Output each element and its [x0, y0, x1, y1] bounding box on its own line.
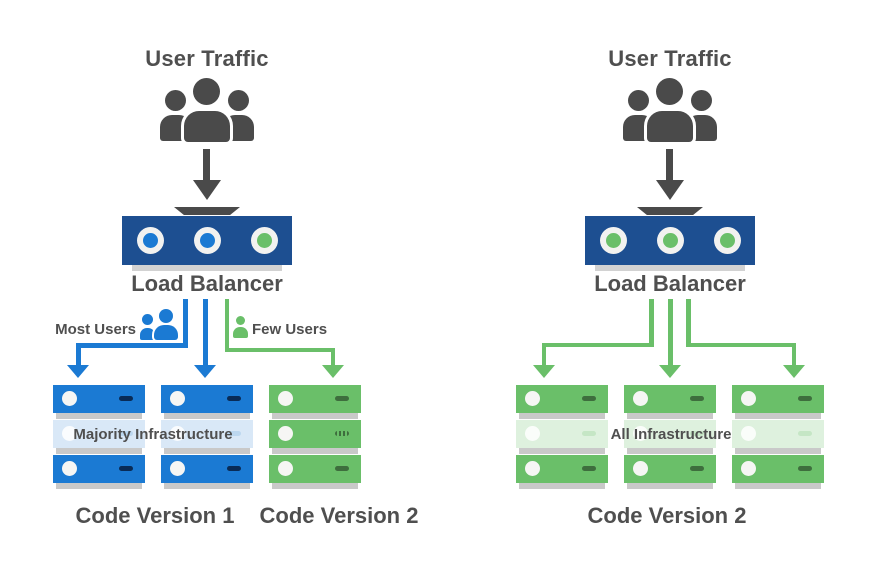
status-light-green	[599, 227, 627, 254]
code-version-1-label: Code Version 1	[75, 503, 235, 528]
server-unit	[161, 420, 253, 454]
infrastructure-overlay-label: All Infrastructure	[610, 426, 732, 443]
code-version-2-label: Code Version 2	[259, 503, 419, 528]
branch-line	[542, 343, 654, 347]
server-unit	[53, 455, 145, 489]
server-unit	[516, 455, 608, 489]
down-arrow-head-icon	[193, 180, 221, 200]
code-version-2-label: Code Version 2	[587, 503, 747, 528]
branch-arrow-icon	[533, 365, 555, 378]
branch-line	[183, 299, 188, 347]
load-balancer-label: Load Balancer	[594, 271, 746, 296]
branch-arrow-icon	[659, 365, 681, 378]
server-stack-green	[269, 385, 361, 490]
branch-line	[203, 299, 208, 366]
server-unit	[53, 385, 145, 419]
branch-line	[225, 348, 335, 352]
status-light-blue	[136, 227, 164, 254]
status-light-blue	[193, 227, 221, 254]
user-icon	[647, 78, 693, 144]
server-stack-green	[732, 385, 824, 490]
server-unit	[269, 420, 361, 454]
server-unit	[161, 385, 253, 419]
user-icon	[184, 78, 230, 144]
server-unit	[732, 420, 824, 454]
branch-line	[542, 343, 546, 366]
diagram-canary-stage: User Traffic Load Balancer Most Users	[0, 0, 418, 583]
server-unit	[732, 455, 824, 489]
branch-arrow-icon	[67, 365, 89, 378]
server-unit	[161, 455, 253, 489]
most-users-label: Most Users	[55, 321, 136, 338]
branch-line	[225, 299, 229, 351]
branch-line	[792, 343, 796, 366]
server-unit	[516, 420, 608, 454]
branch-line	[686, 299, 691, 347]
user-traffic-label: User Traffic	[145, 46, 269, 71]
status-light-green	[656, 227, 684, 254]
branch-arrow-icon	[194, 365, 216, 378]
server-unit	[53, 420, 145, 454]
branch-arrow-icon	[783, 365, 805, 378]
branch-line	[76, 343, 81, 366]
load-balancer-intake-icon	[637, 207, 703, 215]
server-unit	[269, 455, 361, 489]
branch-line	[649, 299, 654, 347]
few-users-icon	[233, 316, 248, 338]
down-arrow-icon	[666, 149, 673, 181]
most-users-icon	[140, 309, 178, 340]
load-balancer-icon	[585, 216, 755, 265]
diagram-full-rollout-stage: User Traffic Load Balancer All Infrastru…	[463, 0, 880, 583]
status-light-green	[713, 227, 741, 254]
server-unit	[624, 455, 716, 489]
server-unit	[624, 385, 716, 419]
branch-line	[76, 343, 188, 348]
infrastructure-overlay-label: Majority Infrastructure	[73, 426, 233, 443]
server-stack-green	[516, 385, 608, 490]
branch-line	[331, 348, 335, 366]
load-balancer-icon	[122, 216, 292, 265]
branch-arrow-icon	[322, 365, 344, 378]
down-arrow-head-icon	[656, 180, 684, 200]
server-unit	[624, 420, 716, 454]
down-arrow-icon	[203, 149, 210, 181]
load-balancer-label: Load Balancer	[131, 271, 283, 296]
few-users-label: Few Users	[252, 321, 328, 338]
branch-line	[686, 343, 796, 347]
user-traffic-label: User Traffic	[608, 46, 732, 71]
status-light-green	[250, 227, 278, 254]
load-balancer-shadow	[132, 265, 282, 271]
load-balancer-shadow	[595, 265, 745, 271]
server-unit	[732, 385, 824, 419]
server-stack-blue	[161, 385, 253, 490]
server-stack-blue	[53, 385, 145, 490]
load-balancer-intake-icon	[174, 207, 240, 215]
server-unit	[516, 385, 608, 419]
branch-line	[668, 299, 673, 366]
server-unit	[269, 385, 361, 419]
server-stack-green	[624, 385, 716, 490]
